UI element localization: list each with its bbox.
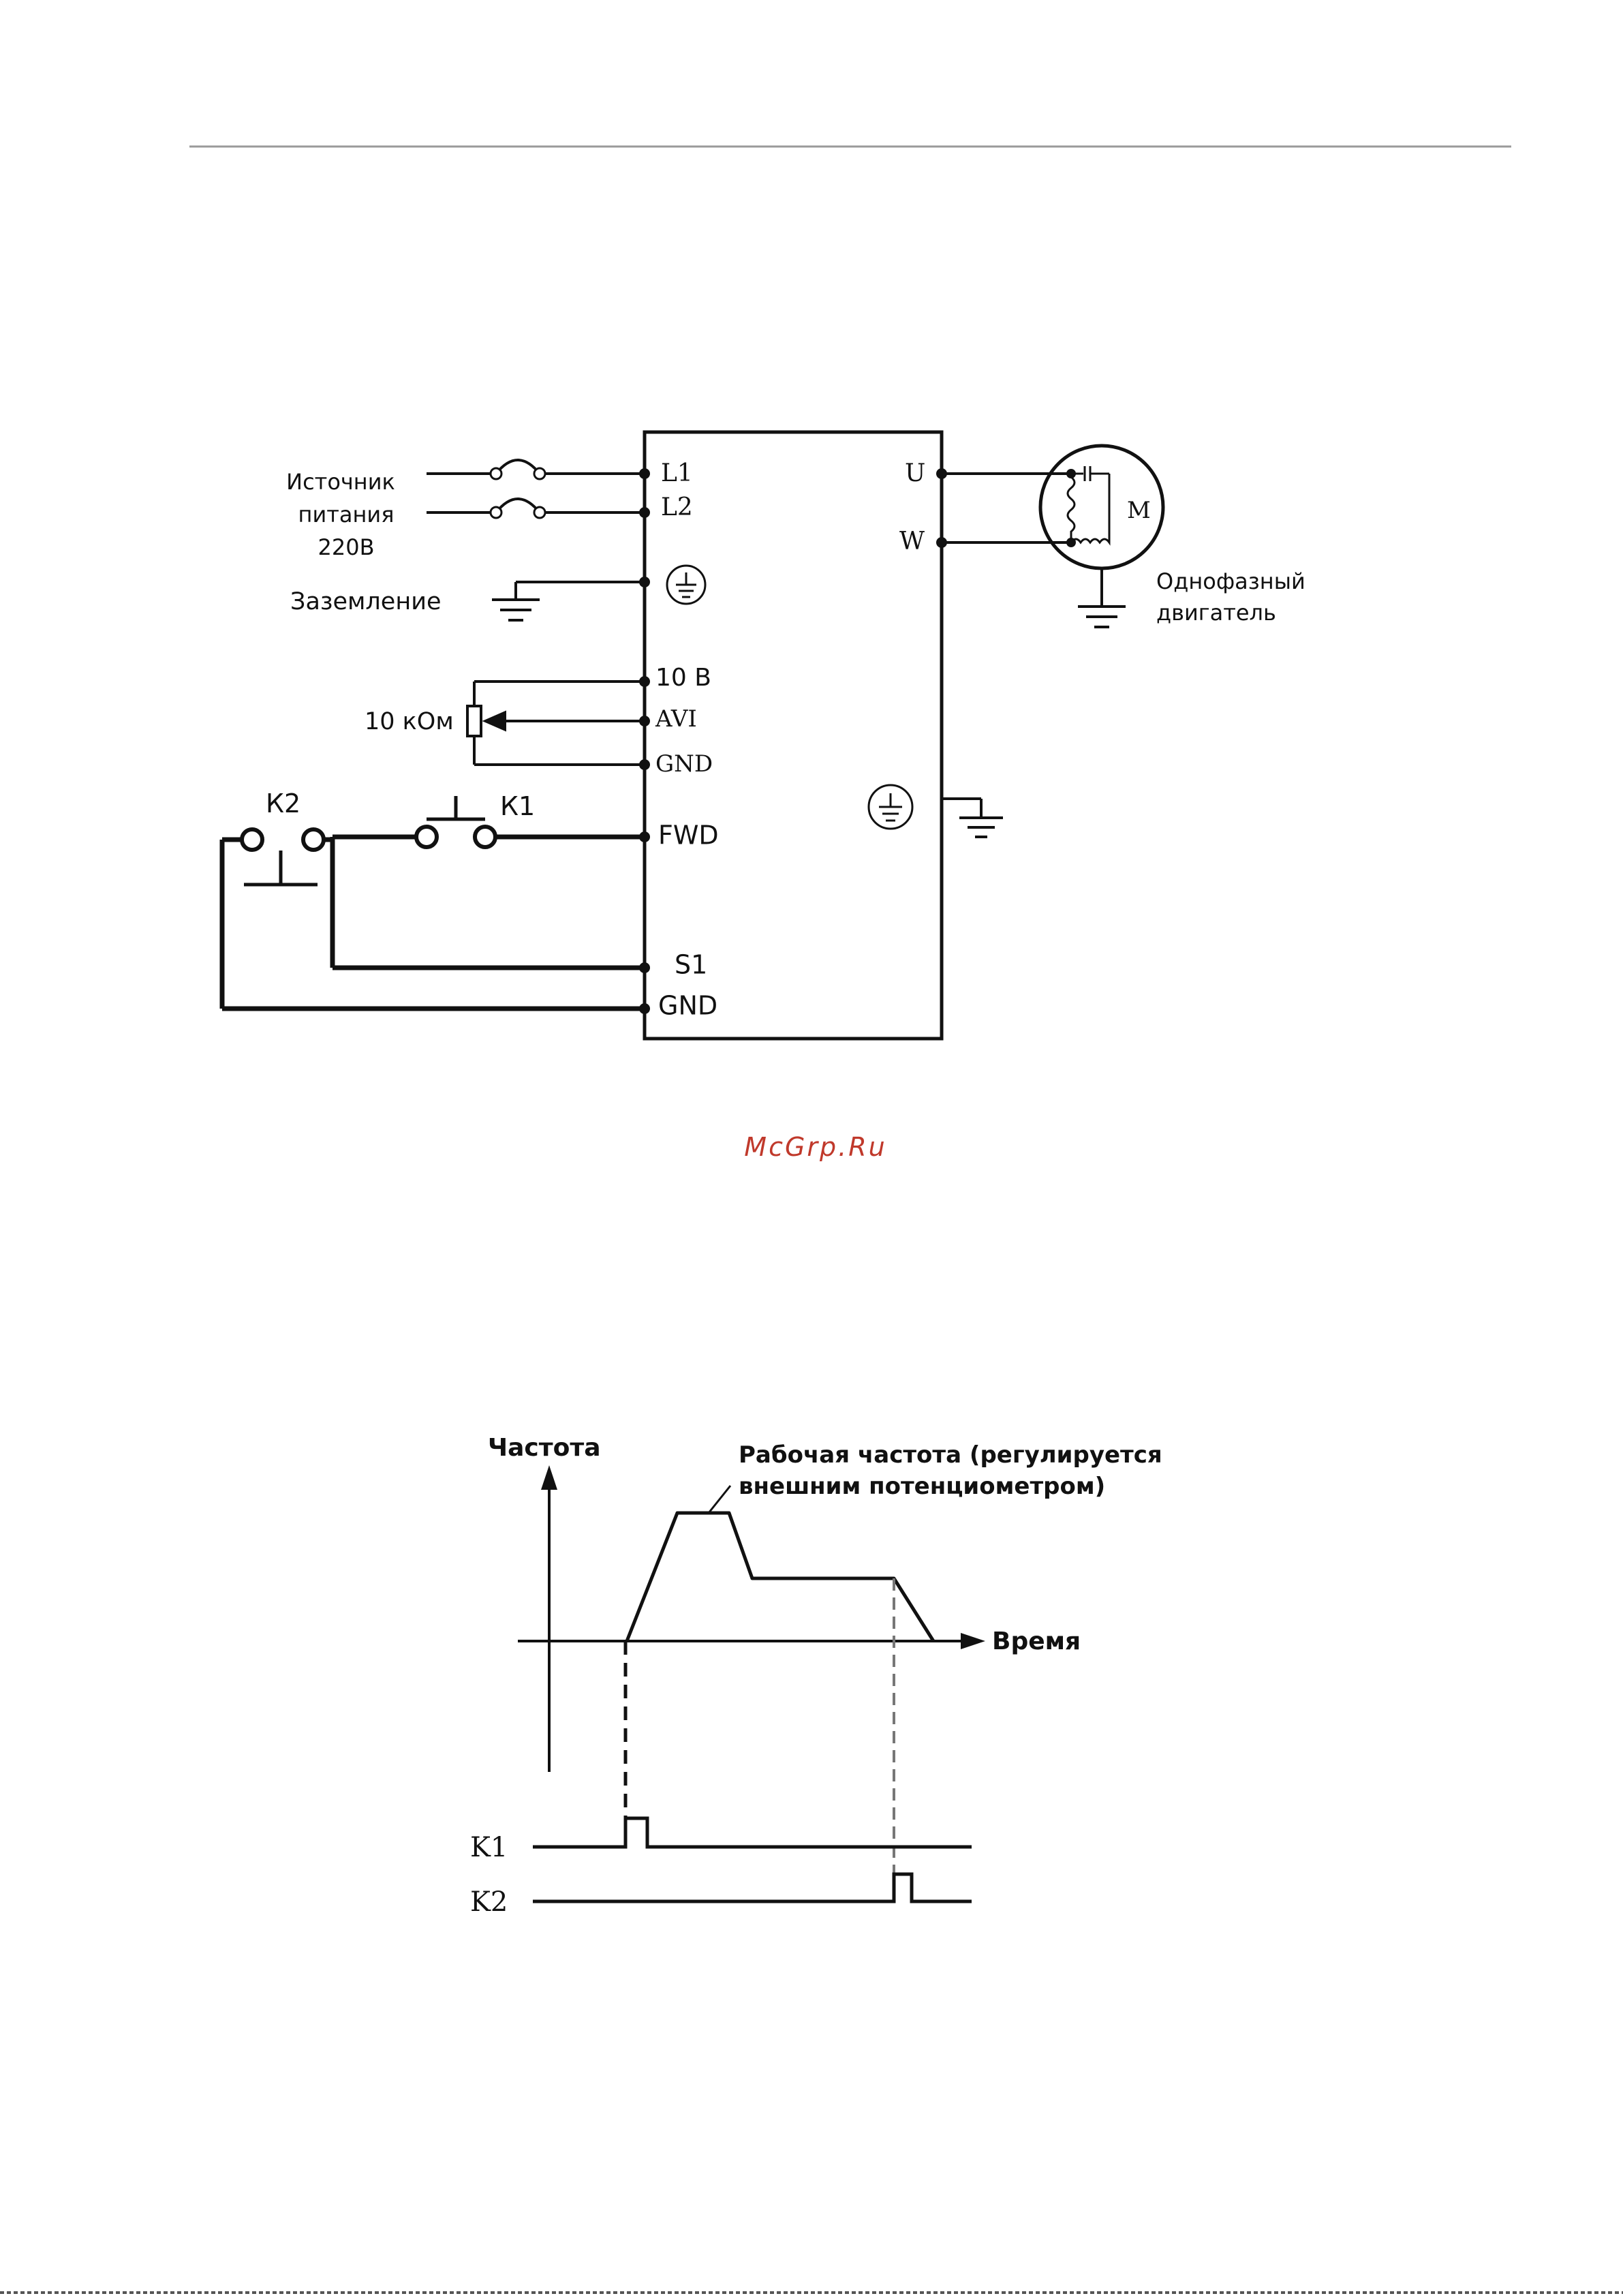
timing-diagram [518,1465,985,1901]
frequency-profile [627,1513,933,1641]
terminal-s1-label: S1 [675,950,707,980]
ground-label: Заземление [290,588,442,615]
annotation-line-2: внешним потенциометром) [739,1473,1105,1500]
power-source-label-2: питания [298,502,395,527]
potentiometer-wiper-arrow [484,711,506,731]
signal-k2 [533,1874,972,1901]
potentiometer-label: 10 кОм [365,708,454,735]
motor-node-u [1066,469,1076,478]
fuse-l1 [496,460,540,474]
time-axis-arrow [961,1633,985,1649]
terminal-w-label: W [899,527,925,555]
watermark: McGrp.Ru [744,1132,886,1162]
fuse-l1-contact-a [491,468,501,479]
terminal-l2-label: L2 [661,493,693,521]
k2-contact-left [242,829,262,850]
annotation-leader [709,1486,730,1513]
motor-type-label-1: Однофазный [1156,568,1305,594]
motor-node-w [1066,538,1076,547]
motor-label: M [1127,497,1151,524]
signal-k1-label: K1 [470,1832,508,1863]
terminal-10v-label: 10 B [655,664,711,692]
switch-k1-label: К1 [500,791,535,821]
k1-contact-right [475,827,495,847]
fuse-l2-contact-a [491,507,501,518]
power-source-label-3: 220В [318,534,374,560]
fuse-l2-contact-b [534,507,545,518]
earth-terminal-right-icon [869,785,912,829]
switch-k2-label: К2 [266,789,300,818]
frequency-axis-label: Частота [488,1434,600,1462]
terminal-avi-label: AVI [655,705,697,733]
motor-type-label-2: двигатель [1156,600,1276,626]
ground-symbol-right [959,818,1003,837]
terminal-gnd1-label: GND [655,750,713,778]
terminal-gnd2-label: GND [658,991,717,1021]
potentiometer-resistor [467,706,481,736]
terminal-l1-label: L1 [661,459,693,487]
ground-symbol-left [492,600,540,620]
time-axis-label: Время [992,1627,1081,1655]
frequency-axis-arrow [541,1465,557,1490]
inverter-box [645,432,942,1039]
earth-terminal-icon [667,566,705,604]
power-source-label-1: Источник [286,469,395,495]
annotation-line-1: Рабочая частота (регулируется [739,1441,1162,1469]
fuse-l2 [496,499,540,512]
ground-symbol-motor [1078,607,1126,627]
terminal-fwd-label: FWD [658,821,719,851]
signal-k1 [533,1818,972,1847]
k1-contact-left [416,827,437,847]
k2-contact-right [303,829,324,850]
terminal-u-label: U [905,459,925,487]
signal-k2-label: K2 [470,1886,508,1918]
fuse-l1-contact-b [534,468,545,479]
